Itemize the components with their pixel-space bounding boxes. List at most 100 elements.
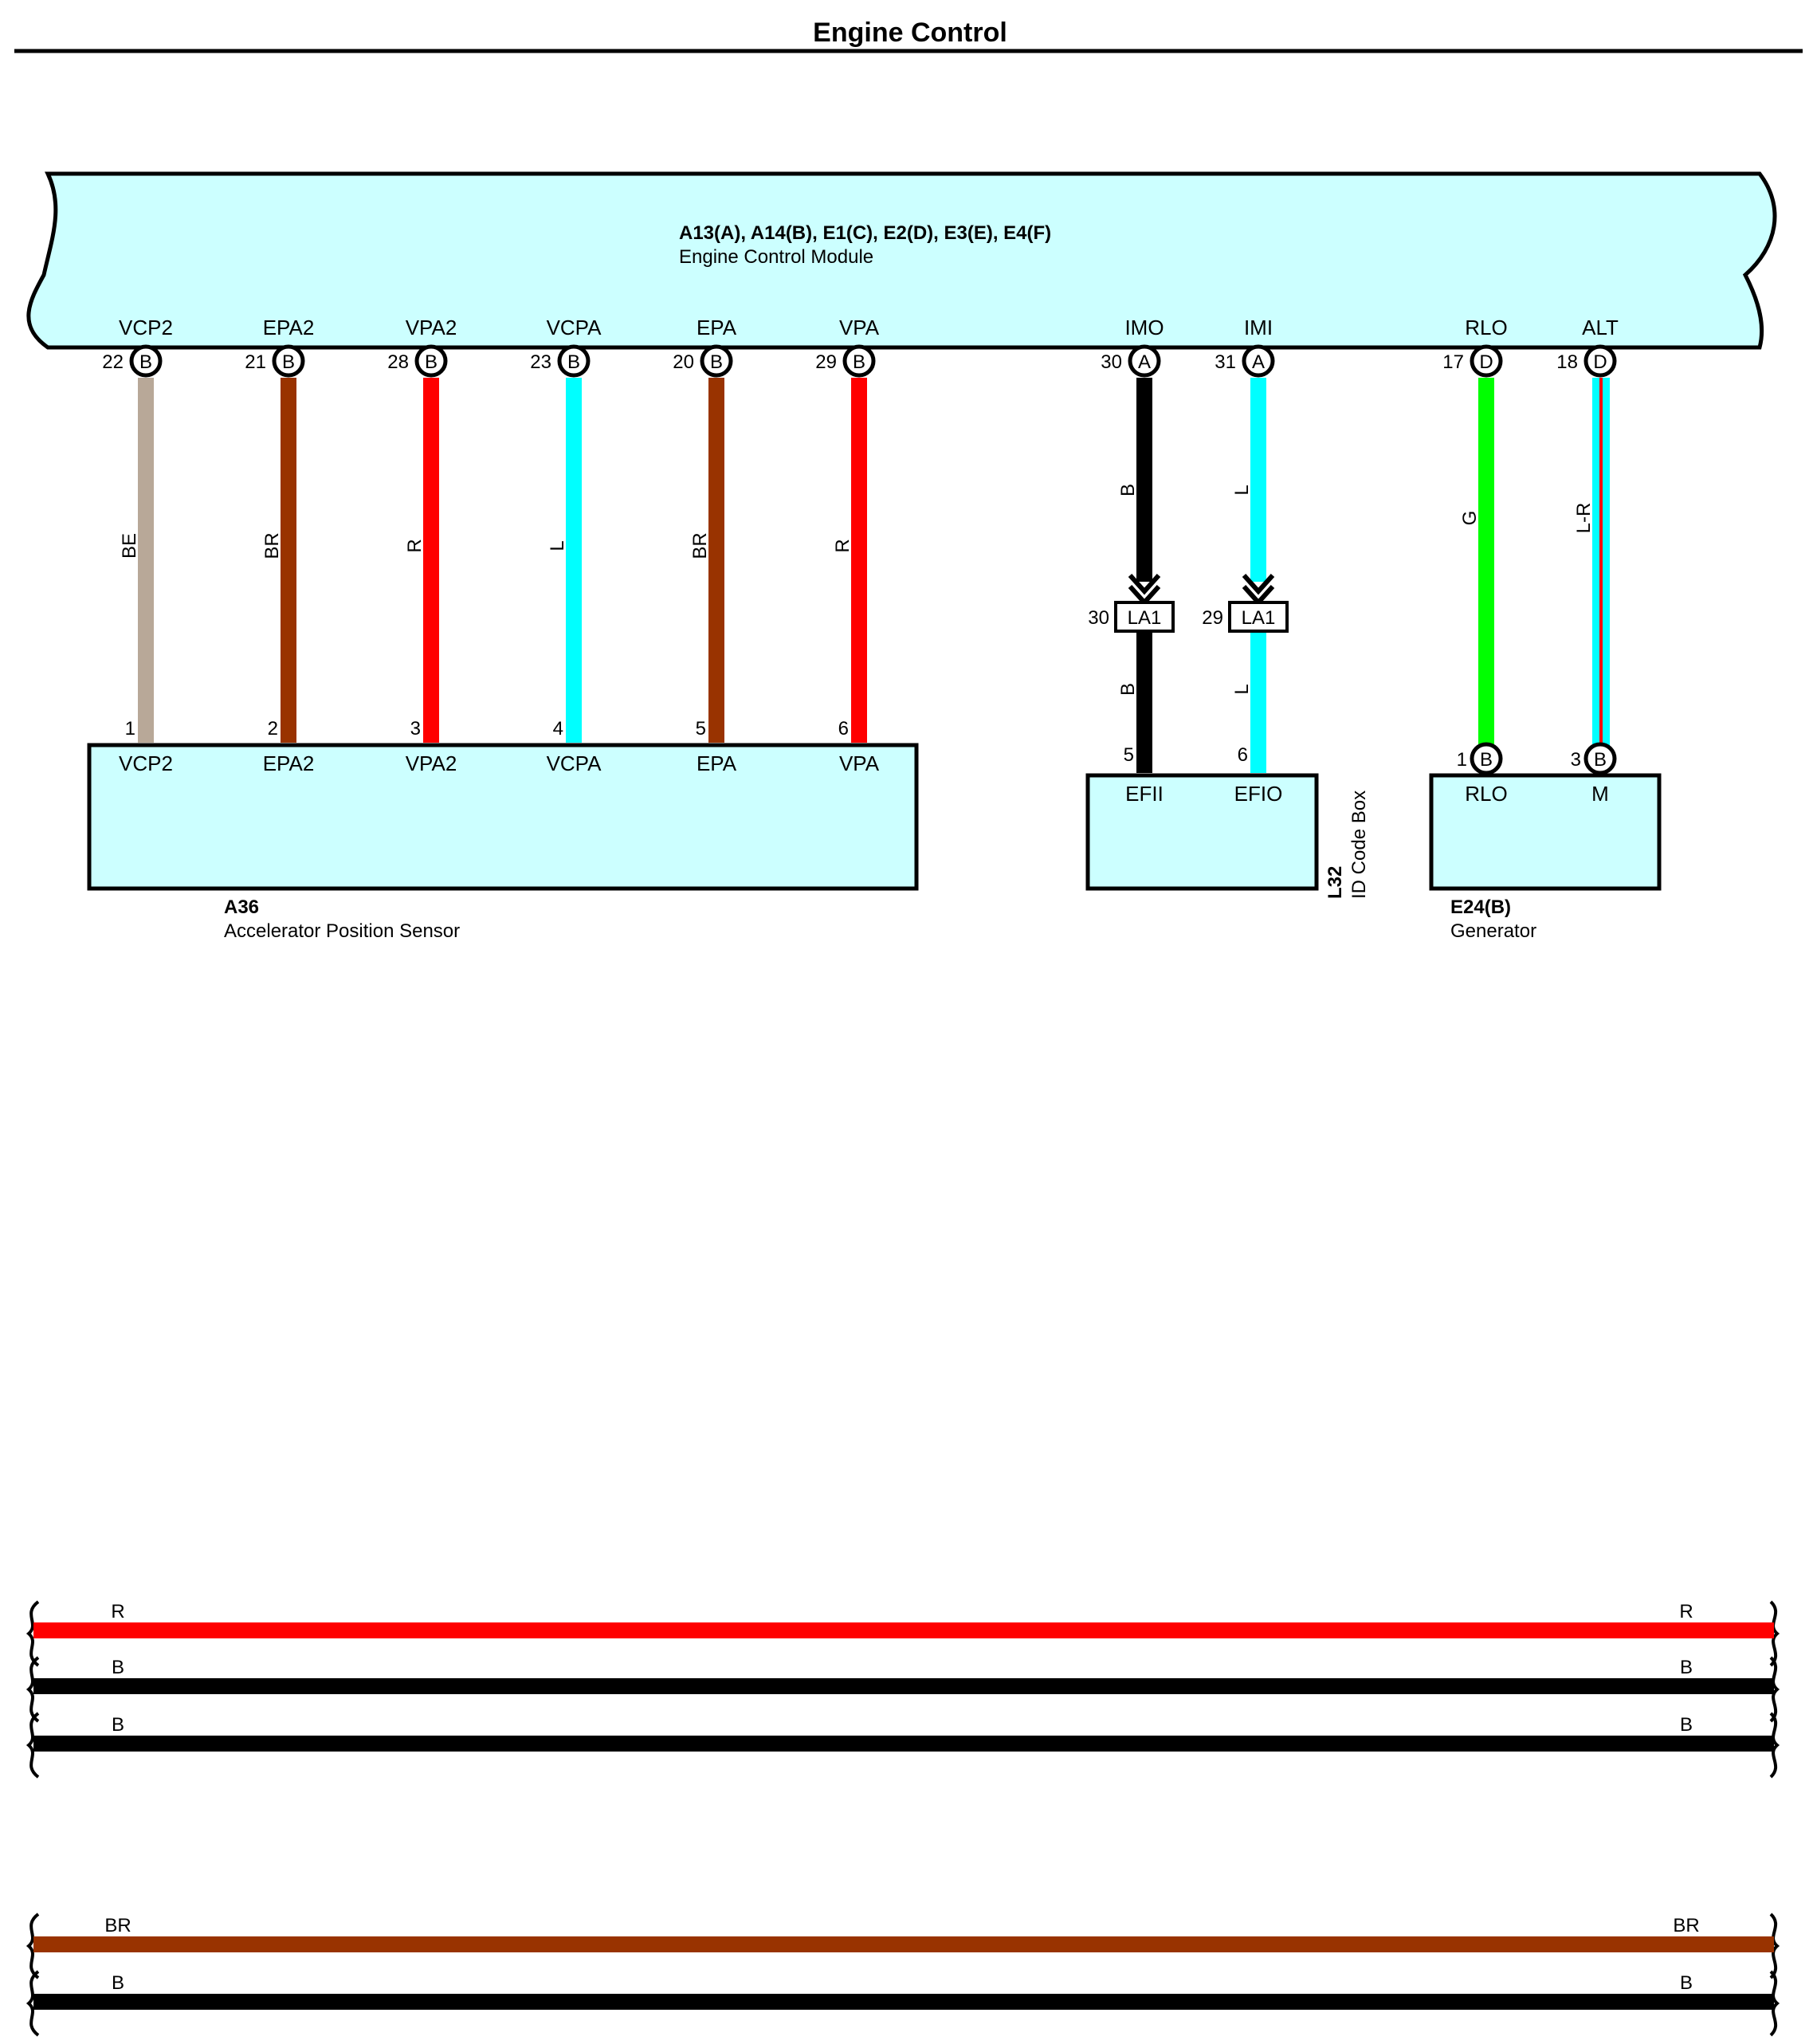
idbox-pin-number: 5 <box>1124 744 1134 766</box>
ecm-connector-circle <box>1128 344 1161 378</box>
sensor-terminal-label: VPA <box>839 751 880 775</box>
ecm-box <box>26 171 1777 350</box>
ecm-codes: A13(A), A14(B), E1(C), E2(D), E3(E), E4(… <box>679 222 1051 244</box>
wire-alt-l-r <box>1592 378 1610 759</box>
la1-connector-imo: LA1 30 <box>1088 573 1175 633</box>
wire-color-label: L <box>1231 485 1253 495</box>
idbox-terminal-label: EFIO <box>1234 782 1283 806</box>
wire-epa <box>708 378 724 743</box>
idbox-name: ID Code Box <box>1348 791 1370 899</box>
la1-pin-number: 29 <box>1202 607 1223 629</box>
ecm-connector-id: B <box>567 351 580 373</box>
sensor-terminal-label: EPA <box>697 751 737 775</box>
sensor-pin-number: 6 <box>838 718 849 740</box>
ecm-connector-circle <box>1242 344 1275 378</box>
ecm-terminal-epa: EPA 20 <box>673 316 736 373</box>
ecm-pin-number: 29 <box>815 351 837 373</box>
sensor-terminals: 1 VCP2 2 EPA2 3 VPA2 4 VCPA 5 EPA 6 VPA <box>119 718 880 775</box>
la1-connector-name: LA1 <box>1242 607 1276 629</box>
wire-imo-upper <box>1136 378 1152 582</box>
wire-efio-lower <box>1250 631 1266 773</box>
bundle-wire-label-right: B <box>1680 1714 1693 1736</box>
ecm-pin-number: 22 <box>102 351 124 373</box>
ecm-connector-circles: B B B B B B A A D D <box>129 344 1617 378</box>
ecm-connector-id: B <box>425 351 438 373</box>
ecm-terminal-imi: IMI 31 <box>1215 316 1273 373</box>
bundle-wire-label-left: R <box>111 1601 124 1622</box>
ecm-pin-number: 20 <box>673 351 694 373</box>
ecm-pin-number: 21 <box>245 351 266 373</box>
sensor-pin-number: 5 <box>696 718 706 740</box>
ecm-connector-id: A <box>1252 351 1265 373</box>
wire-rlo <box>1478 378 1494 759</box>
bundle-wire-label-right: R <box>1679 1601 1693 1622</box>
ecm-terminal-label: IMI <box>1244 316 1273 339</box>
wire-color-label: L <box>1231 684 1253 694</box>
ecm-connector-id: D <box>1593 351 1607 373</box>
ecm-pin-number: 23 <box>530 351 551 373</box>
ecm-pin-number: 28 <box>387 351 409 373</box>
generator-pin-number: 3 <box>1571 749 1581 771</box>
chevron-down-icon <box>1128 573 1161 595</box>
bundle-wire-label-left: BR <box>104 1915 131 1936</box>
generator-connector-circle <box>1583 742 1617 775</box>
ecm-terminal-vcpa: VCPA 23 <box>530 316 602 373</box>
ecm-terminal-label: EPA <box>697 316 737 339</box>
wire-color-label: L <box>547 540 568 551</box>
ecm-connector-circle <box>129 344 163 378</box>
ecm-terminal-vcp2: VCP2 22 <box>102 316 173 373</box>
ecm-connector-id: B <box>853 351 865 373</box>
ecm-terminal-imo: IMO 30 <box>1101 316 1164 373</box>
ecm-connector-id: B <box>139 351 152 373</box>
wire-alt-stripe-r <box>1599 378 1603 759</box>
sensor-terminal-label: VCPA <box>547 751 602 775</box>
ecm-connector-circle <box>414 344 448 378</box>
sensor-pin-number: 3 <box>410 718 421 740</box>
idbox-box <box>1085 773 1319 891</box>
bundle-wire-label-right: B <box>1680 1972 1693 1994</box>
sensor-box <box>87 743 919 891</box>
ecm-terminal-vpa2: VPA2 28 <box>387 316 457 373</box>
sensor-pin-number: 4 <box>553 718 563 740</box>
la1-pin-number: 30 <box>1088 607 1109 629</box>
ecm-connector-circle <box>700 344 733 378</box>
ecm-connector-id: D <box>1479 351 1493 373</box>
la1-connector-box <box>1228 601 1289 633</box>
generator-terminal-label: RLO <box>1465 782 1507 806</box>
sensor-pin-number: 1 <box>125 718 135 740</box>
bundle-wire-label-right: B <box>1680 1657 1693 1678</box>
ecm-terminal-rlo: RLO 17 <box>1442 316 1507 373</box>
ecm-pin-number: 17 <box>1442 351 1464 373</box>
bundle-wire-label-left: B <box>112 1972 124 1994</box>
sensor-terminal-label: EPA2 <box>263 751 315 775</box>
right-break-mark <box>1769 1600 1780 1667</box>
generator-connector-id: B <box>1594 749 1607 771</box>
generator-code: E24(B) <box>1450 896 1511 918</box>
wire-alt-stripe-l <box>1592 378 1599 759</box>
ecm-connector-circle <box>1470 344 1503 378</box>
ecm-connector-circle <box>557 344 591 378</box>
sensor-pin-number: 2 <box>268 718 278 740</box>
ecm-connector-circle <box>1583 344 1617 378</box>
bundle-wire-label-left: B <box>112 1714 124 1736</box>
wire-color-label: R <box>404 539 426 552</box>
right-break-mark <box>1769 1913 1780 1979</box>
ecm-pin-number: 31 <box>1215 351 1236 373</box>
left-break-mark <box>26 1913 40 1979</box>
right-break-mark <box>1769 1970 1780 2037</box>
generator-pin-number: 1 <box>1457 749 1467 771</box>
generator-connector-id: B <box>1480 749 1493 771</box>
ecm-connector-id: B <box>282 351 295 373</box>
bundle-wire-label-left: B <box>112 1657 124 1678</box>
left-break-mark <box>26 1656 40 1723</box>
ecm-terminal-label: VPA2 <box>406 316 457 339</box>
wire-color-label: L-R <box>1573 503 1595 534</box>
wire-efii-lower <box>1136 631 1152 773</box>
generator-connector-circle <box>1470 742 1503 775</box>
wire-color-label: BE <box>119 533 140 559</box>
sensor-name: Accelerator Position Sensor <box>224 920 460 942</box>
wire-color-label: G <box>1459 511 1481 526</box>
sensor-code: A36 <box>224 896 259 918</box>
wire-color-label: B <box>1117 683 1139 696</box>
wire-color-label: B <box>1117 484 1139 496</box>
